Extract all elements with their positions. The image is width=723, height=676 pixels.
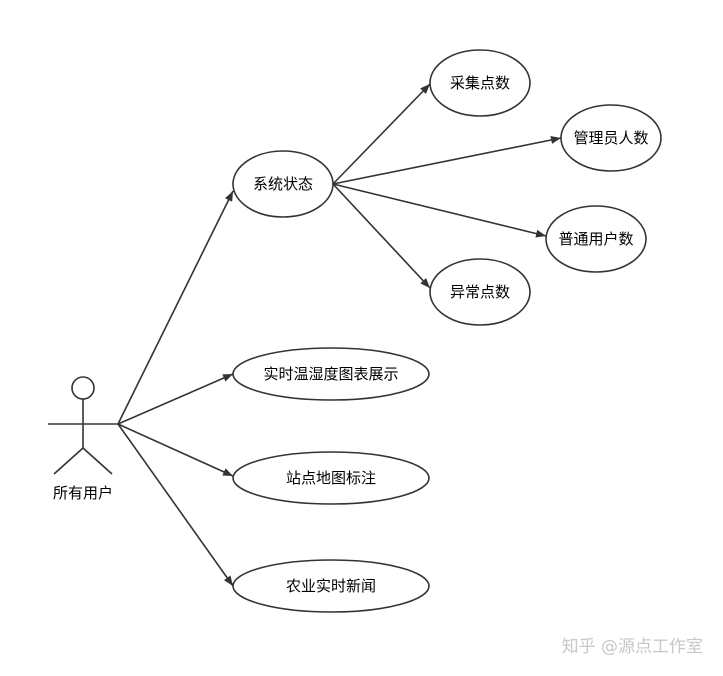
usecase-system-status-label: 系统状态 <box>253 175 313 193</box>
usecase-admin-count: 管理员人数 <box>560 104 662 172</box>
usecase-agri-news-label: 农业实时新闻 <box>286 577 376 595</box>
usecase-regular-user-count-label: 普通用户数 <box>558 230 633 248</box>
edge-actor-to-system-status <box>117 190 234 425</box>
usecase-site-map-marking: 站点地图标注 <box>232 451 430 505</box>
edge-status-to-regular-user-count <box>332 183 547 238</box>
actor-right-leg <box>82 447 113 475</box>
usecase-agri-news: 农业实时新闻 <box>232 559 430 613</box>
usecase-system-status: 系统状态 <box>232 150 334 218</box>
usecase-temp-humidity-chart: 实时温湿度图表展示 <box>232 347 430 401</box>
edge-actor-to-temp-humidity-chart <box>117 373 234 425</box>
usecase-abnormal-points-label: 异常点数 <box>450 283 510 301</box>
edge-status-to-collection-points <box>332 83 431 185</box>
actor-all-users: 所有用户 <box>48 376 118 502</box>
usecase-site-map-marking-label: 站点地图标注 <box>286 469 376 487</box>
actor-left-leg <box>53 447 84 475</box>
usecase-regular-user-count: 普通用户数 <box>545 205 647 273</box>
edge-status-to-admin-count <box>332 136 562 185</box>
usecase-collection-points: 采集点数 <box>429 49 531 117</box>
edge-status-to-abnormal-points <box>332 183 431 289</box>
watermark: 知乎 @源点工作室 <box>562 637 703 657</box>
usecase-temp-humidity-chart-label: 实时温湿度图表展示 <box>263 365 398 383</box>
usecase-admin-count-label: 管理员人数 <box>573 129 648 147</box>
edge-actor-to-site-map-marking <box>117 423 234 477</box>
actor-head <box>71 376 95 400</box>
usecase-collection-points-label: 采集点数 <box>450 74 510 92</box>
usecase-abnormal-points: 异常点数 <box>429 258 531 326</box>
edge-actor-to-agri-news <box>117 423 234 587</box>
actor-label: 所有用户 <box>53 484 113 502</box>
